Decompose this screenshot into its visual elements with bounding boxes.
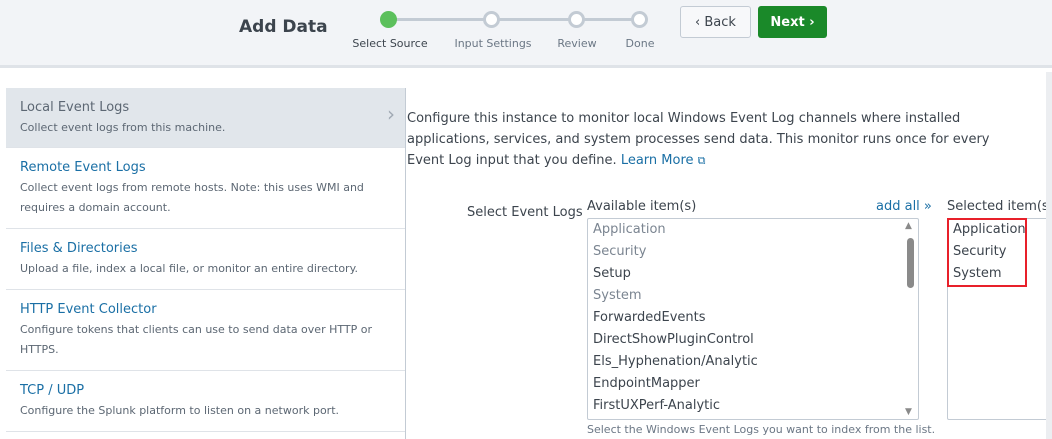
selected-item[interactable]: System	[953, 266, 1002, 281]
sidebar-item-label: HTTP Event Collector	[20, 302, 157, 317]
sidebar-item-desc: Collect event logs from this machine.	[20, 121, 226, 134]
sidebar-item-label: Remote Event Logs	[20, 160, 146, 175]
step-progress: Select Source Input Settings Review Done	[350, 10, 670, 60]
available-item[interactable]: EndpointMapper	[593, 376, 700, 391]
sidebar-item-label: Files & Directories	[20, 241, 138, 256]
sidebar-item-files-directories[interactable]: Files & Directories Upload a file, index…	[6, 229, 405, 290]
selected-label: Selected item(s)	[947, 199, 1052, 214]
sidebar-item-desc: Configure the Splunk platform to listen …	[20, 404, 340, 417]
sidebar-item-tcp-udp[interactable]: TCP / UDP Configure the Splunk platform …	[6, 371, 405, 432]
scrollbar-thumb[interactable]	[907, 238, 914, 288]
description-text: Configure this instance to monitor local…	[407, 111, 990, 168]
page-scrollbar[interactable]	[1046, 72, 1052, 439]
sidebar-item-label: Local Event Logs	[20, 100, 130, 115]
source-sidebar: Local Event Logs Collect event logs from…	[6, 88, 406, 439]
step-dot-select-source	[380, 11, 397, 28]
sidebar-item-label: TCP / UDP	[20, 383, 85, 398]
available-label: Available item(s)	[587, 199, 697, 214]
scrollbar[interactable]: ▲ ▼	[902, 219, 918, 419]
step-label: Input Settings	[454, 37, 532, 50]
available-item[interactable]: FirstUXPerf-Analytic	[593, 398, 721, 413]
scroll-up-icon[interactable]: ▲	[905, 221, 912, 231]
highlight-box	[947, 218, 1027, 287]
step-label: Done	[625, 37, 655, 50]
back-button[interactable]: ‹ Back	[680, 6, 751, 38]
scroll-down-icon[interactable]: ▼	[905, 407, 912, 417]
available-item[interactable]: ForwardedEvents	[593, 310, 706, 325]
step-label: Review	[557, 37, 597, 50]
next-button[interactable]: Next ›	[758, 6, 827, 38]
step-dot-done	[631, 11, 648, 28]
available-item[interactable]: Security	[593, 244, 647, 259]
available-item[interactable]: DirectShowPluginControl	[593, 332, 754, 347]
header: Add Data Select Source Input Settings Re…	[0, 0, 1052, 68]
sidebar-item-desc: Configure tokens that clients can use to…	[20, 323, 372, 356]
add-all-link[interactable]: add all »	[876, 199, 932, 214]
available-item[interactable]: System	[593, 288, 642, 303]
field-label: Select Event Logs	[467, 205, 583, 220]
sidebar-item-local-event-logs[interactable]: Local Event Logs Collect event logs from…	[6, 88, 405, 148]
selected-item[interactable]: Security	[953, 244, 1007, 259]
step-dot-input-settings	[483, 11, 500, 28]
chevron-right-icon: ›	[387, 102, 395, 126]
external-link-icon: ⧉	[697, 154, 706, 167]
sidebar-item-http-event-collector[interactable]: HTTP Event Collector Configure tokens th…	[6, 290, 405, 371]
available-item[interactable]: Setup	[593, 266, 631, 281]
selected-item[interactable]: Application	[953, 222, 1026, 237]
source-description: Configure this instance to monitor local…	[407, 108, 1027, 171]
learn-more-link[interactable]: Learn More ⧉	[620, 153, 706, 168]
field-hint: Select the Windows Event Logs you want t…	[587, 423, 936, 436]
sidebar-item-remote-event-logs[interactable]: Remote Event Logs Collect event logs fro…	[6, 148, 405, 229]
sidebar-item-desc: Collect event logs from remote hosts. No…	[20, 181, 364, 214]
available-item[interactable]: Application	[593, 222, 666, 237]
step-line	[390, 18, 640, 21]
step-dot-review	[568, 11, 585, 28]
page-title: Add Data	[239, 17, 328, 37]
step-label: Select Source	[352, 37, 428, 50]
sidebar-item-desc: Upload a file, index a local file, or mo…	[20, 262, 359, 275]
available-item[interactable]: Els_Hyphenation/Analytic	[593, 354, 758, 369]
